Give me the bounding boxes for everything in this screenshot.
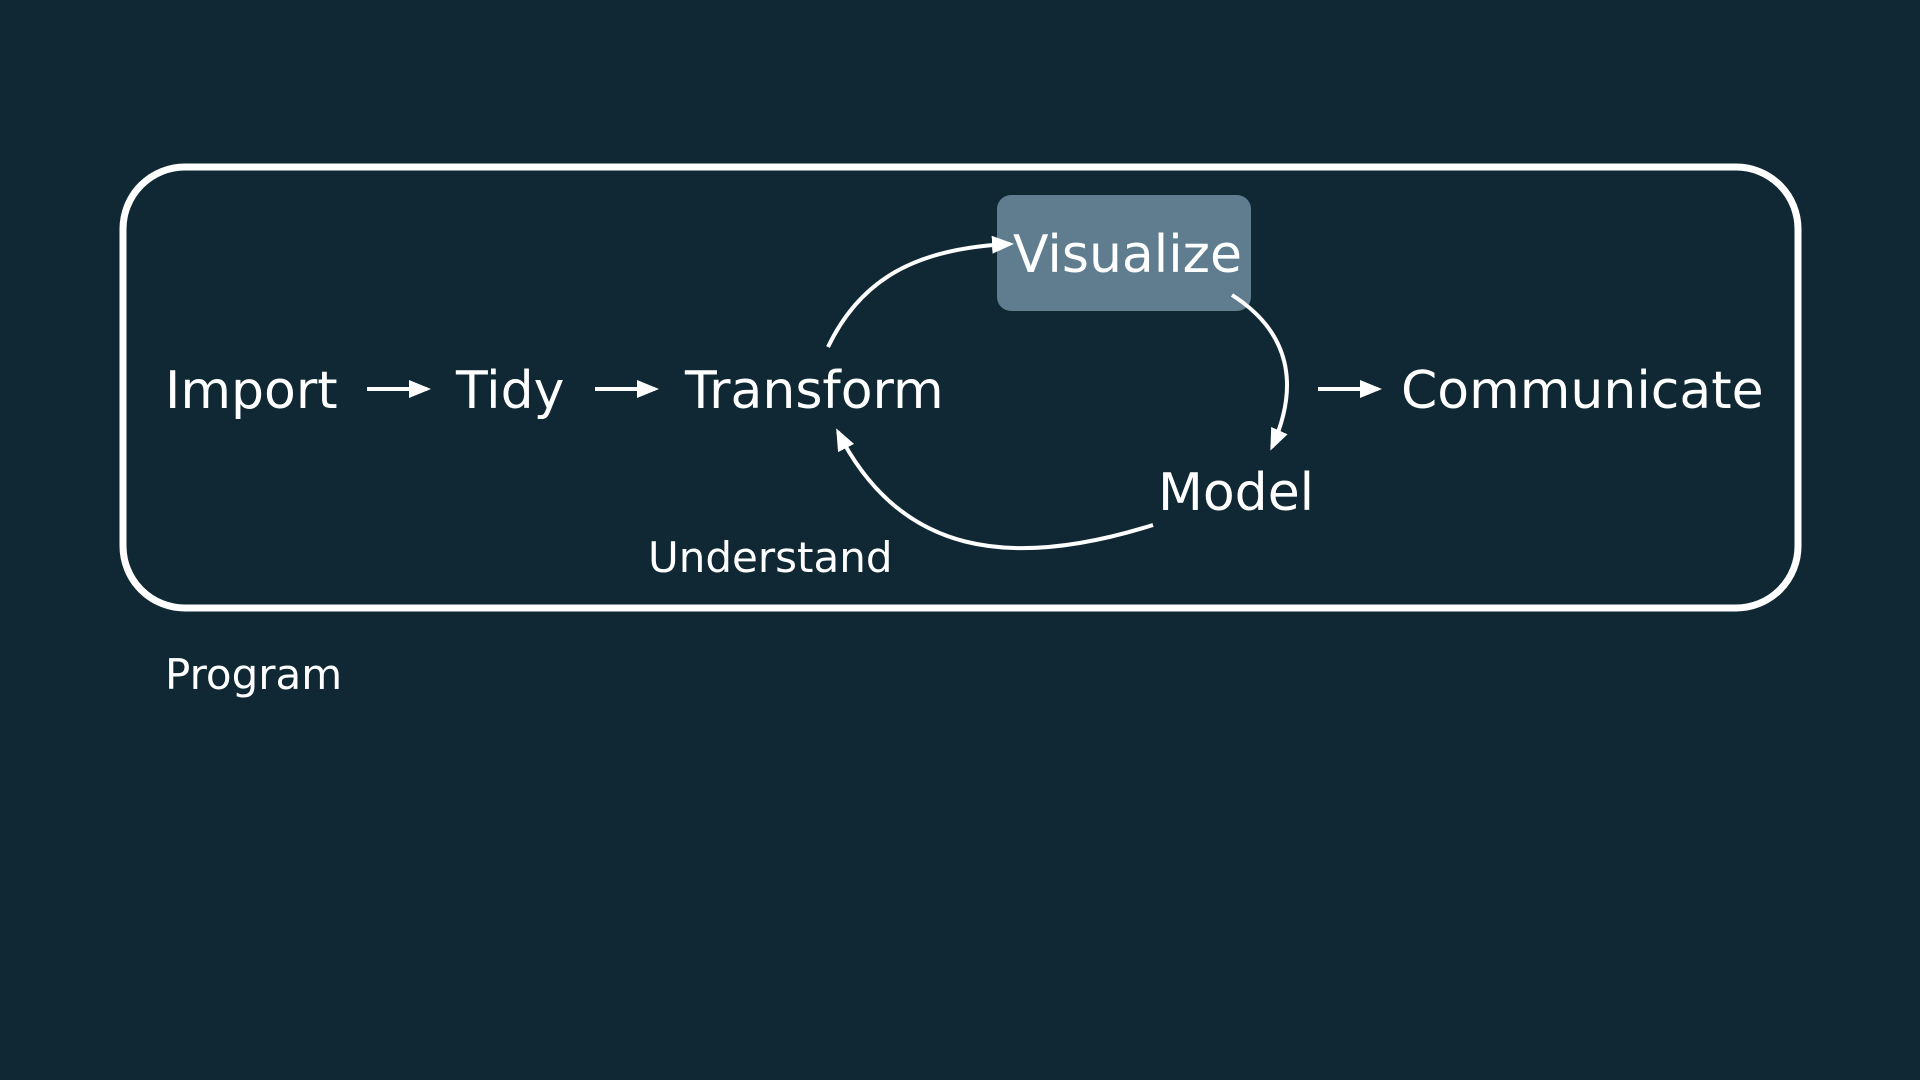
visualize-to-model-arrow bbox=[1230, 293, 1290, 451]
understand-label: Understand bbox=[648, 533, 893, 582]
program-label: Program bbox=[165, 650, 342, 699]
model-node: Model bbox=[1158, 463, 1314, 523]
program-container bbox=[119, 163, 1802, 612]
tidy-node: Tidy bbox=[455, 361, 564, 421]
transform-to-visualize-arrow bbox=[826, 235, 1014, 348]
visualize-highlight-box bbox=[997, 195, 1251, 311]
communicate-node: Communicate bbox=[1401, 361, 1764, 421]
visualize-node: Visualize bbox=[1013, 225, 1242, 285]
import-node: Import bbox=[165, 361, 338, 421]
model-to-transform-arrow bbox=[836, 428, 1154, 551]
transform-node: Transform bbox=[684, 361, 944, 421]
